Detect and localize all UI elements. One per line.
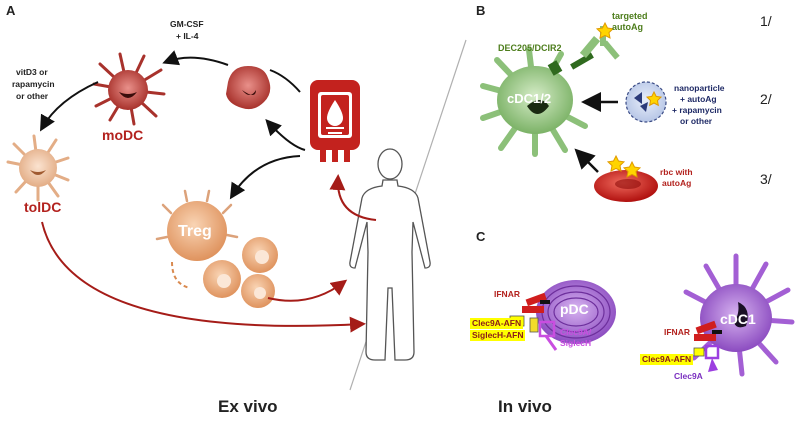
rbc-label-1: rbc with — [660, 167, 693, 177]
ex-vivo-red-arrows — [41, 174, 377, 333]
panel-b-arrows — [574, 92, 618, 173]
vitd3-label-1: vitD3 or — [16, 67, 48, 77]
treg-cells — [155, 189, 278, 308]
blood-bag-icon — [310, 80, 360, 162]
toldc-cell — [6, 134, 70, 202]
il4-label: + IL-4 — [176, 31, 199, 41]
vitd3-label-3: or other — [16, 91, 49, 101]
ifnar-label-right: IFNAR — [664, 327, 690, 337]
nanoparticle — [625, 81, 667, 123]
clec9a-siglech-label-1: Clec9A/ — [560, 327, 592, 337]
modc-cell — [92, 52, 166, 126]
panel-b-label: B — [476, 3, 486, 18]
red-blood-cell — [594, 170, 658, 202]
vitd3-label-2: rapamycin — [12, 79, 55, 89]
ex-vivo-label: Ex vivo — [218, 397, 278, 416]
nano-label-3: + rapamycin — [672, 105, 722, 115]
monocyte-cell — [226, 66, 271, 110]
route-number-2: 2/ — [760, 91, 772, 107]
clec9a-afn-tag-left-1: Clec9A-AFN — [470, 318, 524, 329]
toldc-label: tolDC — [24, 199, 62, 215]
autoag-stars — [595, 21, 663, 178]
cdc1-label: cDC1 — [720, 311, 756, 327]
clec9a-label-right: Clec9A — [674, 371, 703, 381]
modc-label: moDC — [102, 127, 144, 143]
panel-c-label: C — [476, 229, 486, 244]
route-number-3: 3/ — [760, 171, 772, 187]
ifnar-label-left: IFNAR — [494, 289, 520, 299]
panel-a-label: A — [6, 3, 16, 18]
ifnar-receptor-left — [509, 292, 558, 351]
nano-label-1: nanoparticle — [674, 83, 725, 93]
clec9a-siglech-label-2: SiglecH — [560, 338, 592, 348]
dec205-label: DEC205/DCIR2 — [498, 43, 562, 53]
nano-label-2: + autoAg — [680, 94, 717, 104]
gm-csf-label: GM-CSF — [170, 19, 204, 29]
pdc-cell — [536, 280, 616, 344]
ifnar-receptor-right — [693, 320, 722, 372]
route-number-1: 1/ — [760, 13, 772, 29]
treg-expansion-arrow — [171, 261, 191, 289]
nano-label-4: or other — [680, 116, 713, 126]
pdc-label: pDC — [560, 301, 589, 317]
cdc1-purple-cell — [683, 253, 795, 377]
treg-label: Treg — [178, 223, 212, 240]
in-vivo-label: In vivo — [498, 397, 552, 416]
clec9a-afn-tag-left-2: SiglecH-AFN — [470, 330, 526, 341]
targeted-label-1: targeted — [612, 11, 648, 21]
cdc12-label: cDC1/2 — [507, 91, 552, 106]
clec9a-afn-tag-right: Clec9A-AFN — [640, 354, 694, 365]
human-silhouette — [349, 148, 431, 361]
ex-vivo-black-arrows — [40, 50, 306, 200]
rbc-label-2: autoAg — [662, 178, 692, 188]
targeted-label-2: autoAg — [612, 22, 643, 32]
cdc-green-cell — [480, 47, 588, 157]
